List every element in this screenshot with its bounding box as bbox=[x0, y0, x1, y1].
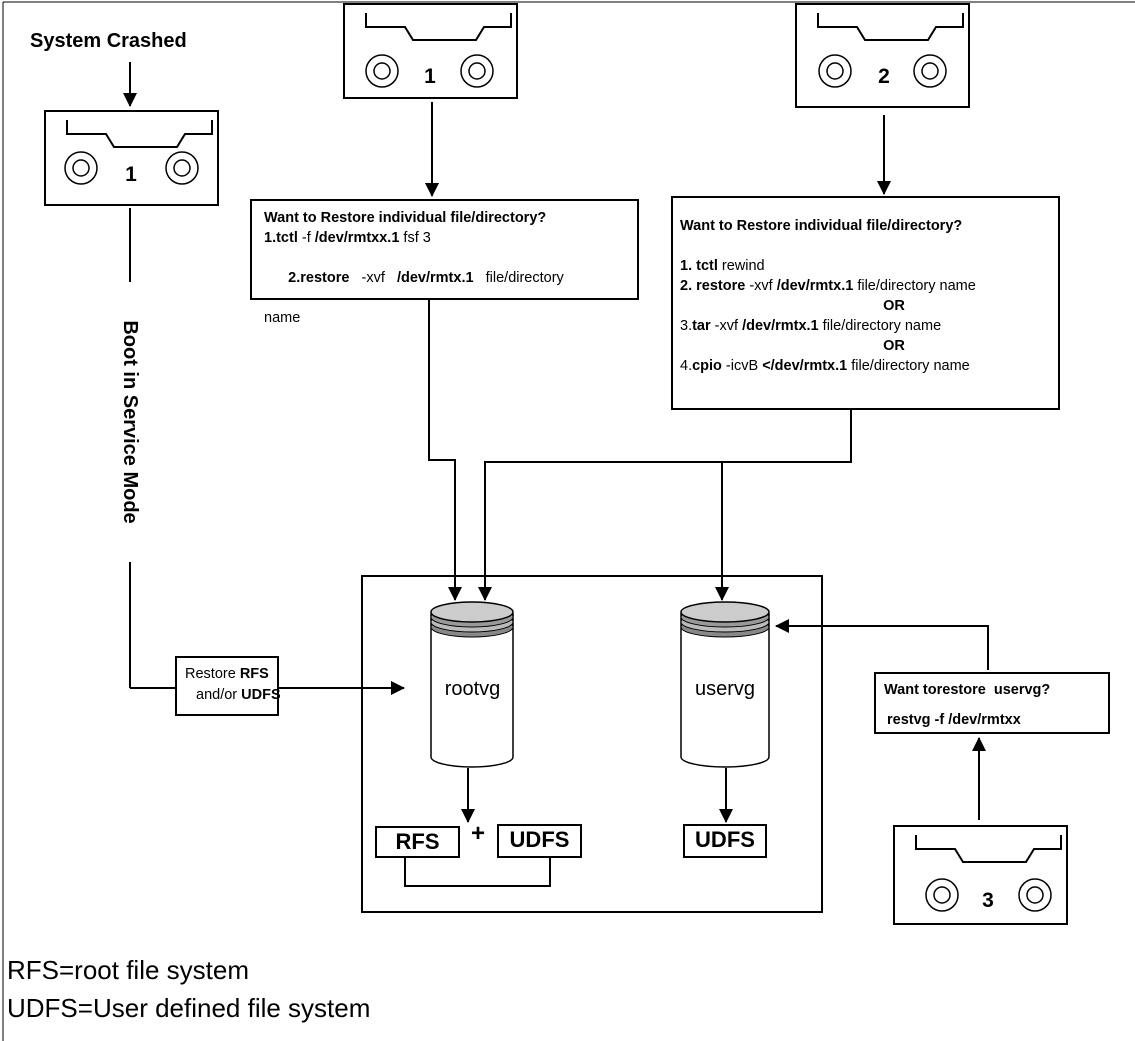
command-option: -xvf bbox=[745, 278, 777, 294]
tape-drive-1: 1 bbox=[343, 3, 518, 99]
uservg-label: uservg bbox=[694, 678, 756, 700]
tape-drive-icon bbox=[795, 3, 970, 108]
legend-udfs: UDFS=User defined file system bbox=[7, 993, 371, 1023]
box-title: Want torestore uservg? bbox=[884, 682, 1051, 698]
tape-drive-icon bbox=[44, 110, 219, 206]
legend-rfs: RFS=root file system bbox=[7, 955, 250, 985]
legend: RFS=root file system UDFS=User defined f… bbox=[7, 951, 370, 1027]
command-option: -xvf bbox=[710, 318, 743, 334]
device-path: /dev/rmtx.1 bbox=[396, 270, 474, 286]
tape-drive-2: 2 bbox=[795, 3, 970, 108]
command-args: file/directory name bbox=[847, 358, 970, 374]
device-path: /dev/rmtx.1 bbox=[742, 318, 819, 334]
step-number: 2.restore bbox=[288, 270, 350, 286]
or-separator: OR bbox=[883, 298, 905, 314]
command-name: cpio bbox=[692, 358, 722, 374]
command-option: -xvf bbox=[349, 270, 397, 286]
command-option: -icvB bbox=[721, 358, 763, 374]
rootvg-label: rootvg bbox=[444, 678, 501, 700]
command-option: -f bbox=[297, 230, 315, 246]
and-or-text: and/or bbox=[196, 687, 242, 703]
device-path: /dev/rmtxx.1 bbox=[314, 230, 400, 246]
step-number: 2. restore bbox=[680, 278, 746, 294]
udfs-box-user: UDFS bbox=[683, 824, 767, 858]
disk-system-frame bbox=[361, 575, 823, 913]
tape-drive-left: 1 bbox=[44, 110, 219, 206]
command-args-continued: name bbox=[264, 310, 301, 326]
box-title: Want to Restore individual file/director… bbox=[680, 218, 963, 234]
restvg-to-uservg bbox=[775, 619, 989, 670]
tape-drive-3: 3 bbox=[893, 825, 1068, 925]
step-number: 3. bbox=[680, 318, 693, 334]
fs-bracket bbox=[404, 858, 551, 887]
plus-sign: + bbox=[471, 820, 486, 847]
box2-to-rootvg bbox=[478, 410, 852, 601]
box1-to-rootvg bbox=[428, 300, 462, 601]
udfs-box-root: UDFS bbox=[497, 824, 582, 858]
tape-drive-icon bbox=[343, 3, 518, 99]
restore-prefix: Restore bbox=[185, 666, 240, 682]
uservg-restore-box: Want torestore uservg? restvg -f /dev/rm… bbox=[874, 672, 1110, 734]
device-path: /dev/rmtx.1 bbox=[776, 278, 854, 294]
uservg-volume: uservg bbox=[680, 601, 770, 769]
command-name: tar bbox=[692, 318, 711, 334]
disk-cylinder-icon bbox=[430, 601, 514, 768]
step-number: 1.tctl bbox=[264, 230, 298, 246]
tape-number: 3 bbox=[982, 889, 994, 912]
box-title: Want to Restore individual file/director… bbox=[264, 210, 547, 226]
device-path: </dev/rmtx.1 bbox=[762, 358, 848, 374]
command-args: file/directory name bbox=[853, 278, 976, 294]
tape-number: 2 bbox=[878, 65, 890, 88]
system-crashed-label: System Crashed bbox=[30, 30, 187, 52]
restvg-command: restvg -f /dev/rmtxx bbox=[887, 712, 1021, 728]
disk-cylinder-icon bbox=[680, 601, 770, 768]
step-number: 1. tctl bbox=[680, 258, 718, 274]
tape-number: 1 bbox=[424, 65, 436, 88]
rfs-box: RFS bbox=[375, 826, 460, 858]
individual-restore-box-2: Want to Restore individual file/director… bbox=[671, 196, 1060, 410]
command-args: file/directory name bbox=[818, 318, 942, 334]
command-args: rewind bbox=[717, 258, 765, 274]
udfs-term: UDFS bbox=[241, 687, 281, 703]
or-separator: OR bbox=[883, 338, 905, 354]
boot-service-mode-label: Boot in Service Mode bbox=[119, 320, 141, 524]
tape-drive-icon bbox=[893, 825, 1068, 925]
rootvg-volume: rootvg bbox=[430, 601, 515, 769]
restore-rfs-box: Restore RFS and/or UDFS bbox=[175, 656, 281, 716]
rfs-term: RFS bbox=[239, 666, 269, 682]
tape-number: 1 bbox=[125, 163, 137, 186]
command-args: file/directory bbox=[473, 270, 564, 286]
individual-restore-box-1: Want to Restore individual file/director… bbox=[250, 199, 639, 326]
step-number: 4. bbox=[680, 358, 693, 374]
command-args: fsf 3 bbox=[399, 230, 431, 246]
